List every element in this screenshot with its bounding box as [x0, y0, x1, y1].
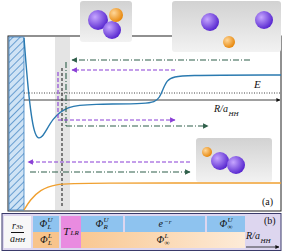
script-text: L: [48, 233, 52, 240]
plot-frame: [8, 36, 281, 211]
axis-line: [24, 100, 280, 101]
trajectory-arrow: [72, 59, 250, 60]
script-text: ∞: [228, 224, 233, 231]
script-text: −r: [164, 219, 171, 226]
atom-inset: [196, 138, 272, 182]
script-text: U: [48, 217, 53, 224]
symbol-text: Φ: [95, 219, 103, 229]
script-text: U: [228, 217, 233, 224]
region-box: e−r: [125, 216, 205, 232]
symbol-text: Φ: [40, 235, 48, 245]
script-text: LR: [71, 230, 79, 237]
upper-potential: [24, 38, 281, 138]
script-text: ∞: [165, 240, 170, 247]
panel-label: (b): [264, 216, 276, 226]
symbol-text: e: [159, 219, 163, 229]
region-bar: [2, 214, 281, 251]
hard-wall: [9, 37, 24, 210]
energy-label: E: [254, 79, 261, 90]
script-text: L: [48, 240, 52, 247]
panel-label: (a): [262, 197, 273, 207]
symbol-text: T: [63, 227, 70, 237]
trajectory-arrow: [30, 171, 190, 172]
symbol-text: r: [12, 221, 16, 231]
region-box: ΦUR: [81, 216, 123, 232]
script-text: L: [165, 233, 170, 240]
symbol-text: Φ: [219, 219, 227, 229]
script-text: R: [104, 224, 109, 231]
energy-line: [24, 93, 281, 94]
trajectory-arrow: [57, 72, 58, 120]
region-box: ΦU∞: [207, 216, 245, 232]
script-text: HH: [15, 237, 25, 244]
symbol-text: Φ: [39, 219, 47, 229]
axis-subscript: HH: [260, 238, 270, 245]
trajectory-arrow: [58, 119, 175, 120]
atom-inset: [172, 1, 281, 52]
radius-box: r3baHH: [4, 216, 31, 248]
axis-arrow: [246, 247, 279, 248]
region-box: ΦLL: [33, 232, 59, 248]
trajectory-arrow: [72, 69, 175, 70]
atom-inset: [80, 1, 132, 42]
trajectory-arrow: [28, 161, 190, 162]
trajectory-arrow: [65, 62, 66, 126]
script-text: U: [104, 217, 109, 224]
lower-potential: [24, 183, 281, 210]
symbol-text: Φ: [156, 235, 164, 245]
axis-subscript: HH: [228, 111, 238, 118]
axis-label: R/a: [214, 104, 228, 114]
axis-label: R/a: [246, 231, 260, 241]
script-text: 3b: [16, 224, 23, 231]
region-box: ΦL∞: [81, 232, 245, 248]
divider-line: [62, 68, 63, 206]
trajectory-arrow: [66, 125, 208, 126]
symbol-text: a: [10, 234, 15, 244]
script-text: L: [48, 224, 53, 231]
region-box: ΦUL: [33, 216, 59, 232]
transition-box: TLR: [61, 216, 81, 248]
